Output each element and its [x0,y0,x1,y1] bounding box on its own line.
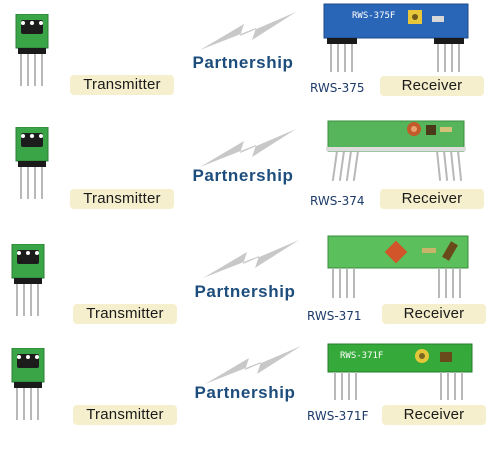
transmitter-module-image [14,127,50,199]
module-pair-row-1: Transmitter Partnership RWS-375F RWS-375… [0,0,500,112]
receiver-module-image [322,117,470,189]
lightning-bolt-icon [200,10,298,52]
module-pair-row-4: Transmitter Partnership RWS-371F RWS-371… [0,342,500,454]
receiver-board-print: RWS-371F [340,351,383,361]
receiver-board-print: RWS-375F [352,11,395,21]
lightning-bolt-icon [203,238,301,280]
receiver-module-image: RWS-375F [322,2,470,74]
module-pair-row-3: Transmitter Partnership RWS-371 Receiver [0,230,500,342]
transmitter-module-image [10,348,46,420]
transmitter-label: Transmitter [73,405,177,425]
receiver-label: Receiver [380,76,484,96]
partnership-label: Partnership [192,166,294,185]
lightning-bolt-icon [200,127,298,169]
partnership-label: Partnership [192,53,294,72]
transmitter-module-image [14,14,50,86]
receiver-label: Receiver [382,304,486,324]
receiver-model-number: RWS-375 [310,81,365,95]
transmitter-module-image [10,244,46,316]
receiver-label: Receiver [380,189,484,209]
lightning-bolt-icon [205,344,303,386]
transmitter-label: Transmitter [73,304,177,324]
receiver-label: Receiver [382,405,486,425]
receiver-model-number: RWS-371 [307,309,362,323]
receiver-module-image: RWS-371F [326,342,474,414]
receiver-module-image [324,234,472,306]
receiver-model-number: RWS-374 [310,194,365,208]
partnership-label: Partnership [194,383,296,402]
partnership-label: Partnership [194,282,296,301]
transmitter-label: Transmitter [70,75,174,95]
transmitter-label: Transmitter [70,189,174,209]
module-pair-row-2: Transmitter Partnership RWS-374 Receiver [0,113,500,225]
receiver-model-number: RWS-371F [307,409,369,423]
